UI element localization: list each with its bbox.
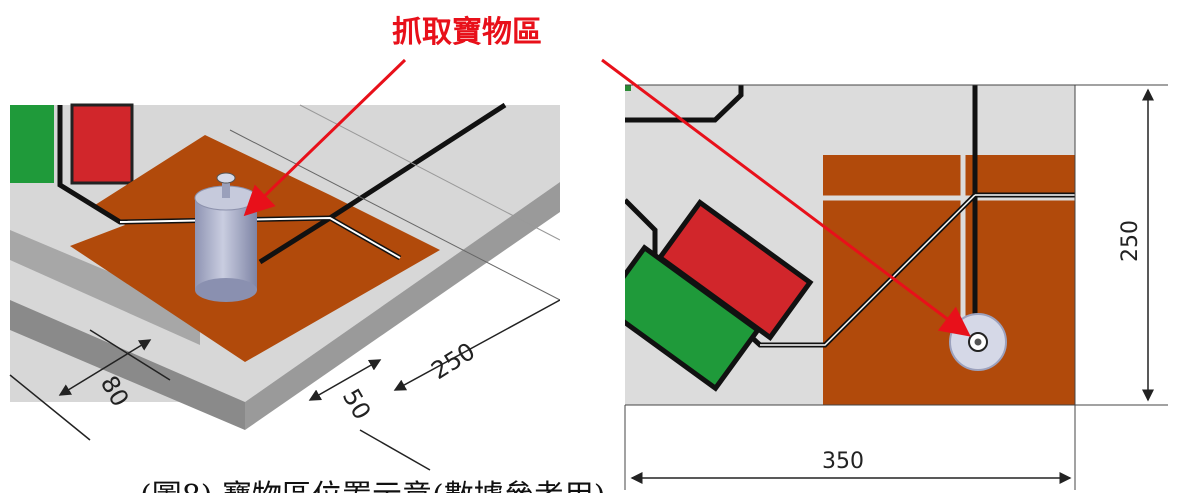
- green-block: [10, 105, 54, 183]
- figure-caption: (圖8) 寶物區位置示意(數據參考用): [140, 479, 605, 493]
- board-front-face: [10, 230, 200, 345]
- left-mask: [560, 85, 625, 425]
- guide-line-3d-branch: [328, 102, 507, 221]
- dimension-lines-3d: [9, 299, 561, 471]
- guide-line-3d-white: [119, 216, 401, 259]
- construction-line: [229, 129, 561, 301]
- treasure-cylinder-3d: [194, 172, 258, 302]
- dim-label-350: 350: [822, 449, 864, 474]
- callout-label: 抓取寶物區: [392, 15, 542, 50]
- top-view: 250 350: [560, 84, 1168, 490]
- guide-line-3d-diag: [258, 215, 332, 265]
- callout-arrow-right: [601, 58, 971, 337]
- dim-label-250-3d: 250: [426, 337, 480, 385]
- construction-line: [299, 104, 561, 241]
- callout-arrow-left: [243, 58, 407, 217]
- treasure-cylinder-top: [949, 313, 1007, 371]
- isometric-view: 80 50 250: [9, 102, 561, 471]
- red-block: [70, 103, 134, 185]
- dim-label-50: 50: [337, 384, 377, 424]
- dim-label-250-top: 250: [1118, 220, 1143, 262]
- board-corner-marker: [625, 85, 631, 91]
- guide-lines-top-highlight: [760, 194, 1075, 346]
